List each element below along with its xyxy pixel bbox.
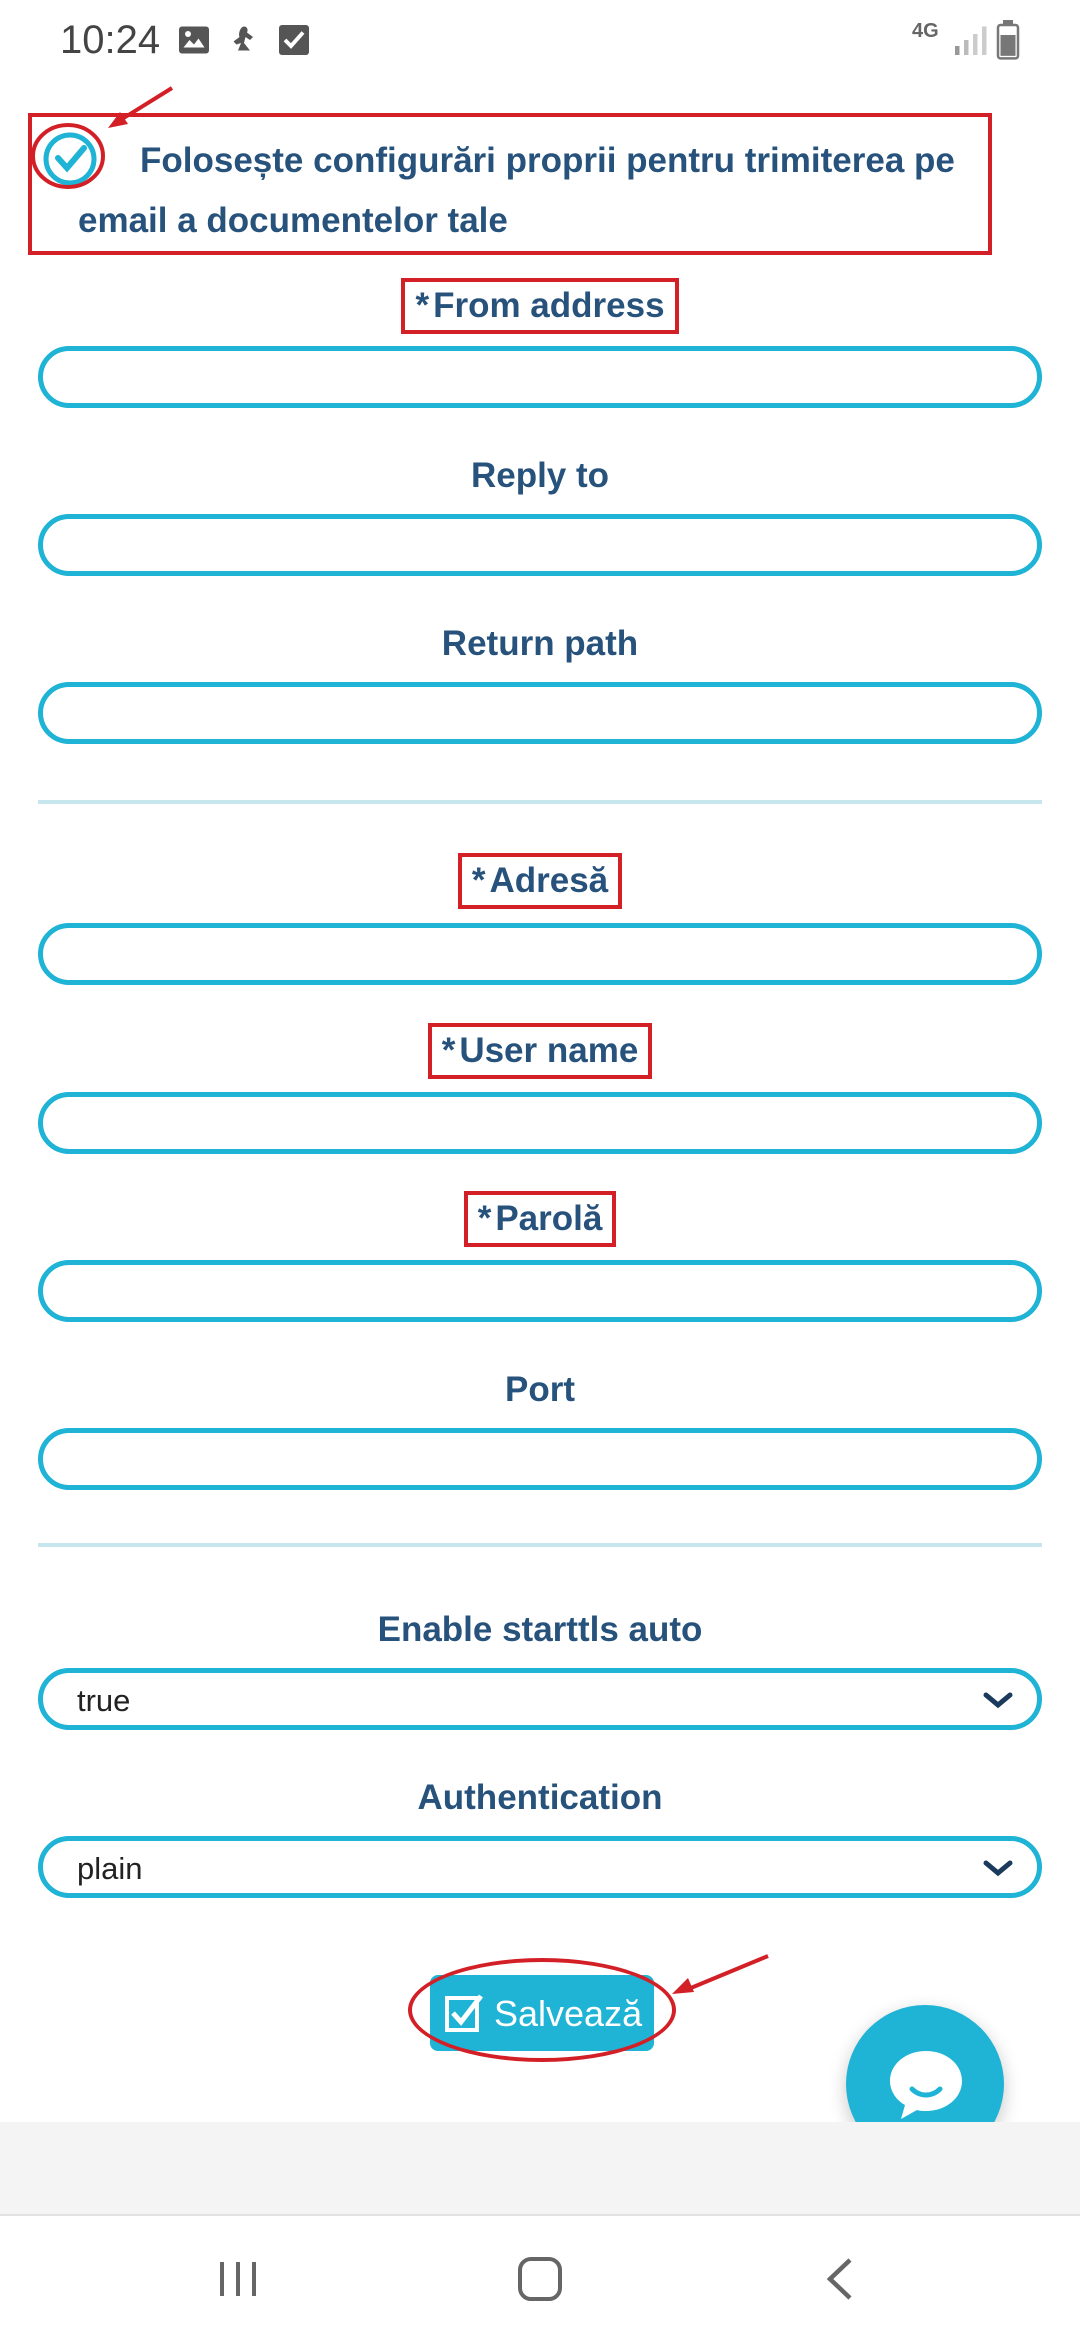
authentication-value: plain [77,1851,143,1886]
starttls-value: true [77,1683,131,1718]
annotation-arrow [108,86,174,128]
section-divider [38,1543,1042,1547]
user-name-input[interactable] [38,1092,1042,1154]
section-divider [38,800,1042,804]
checkbox-checked-icon[interactable] [40,129,100,189]
return-path-label: Return path [441,624,639,663]
chevron-down-icon [983,1860,1013,1877]
annotation-arrow [672,1954,769,1994]
return-path-input[interactable] [38,682,1042,744]
user-name-label: *User name [0,1023,1080,1079]
battery-icon [996,20,1020,60]
navigation-bar [0,2214,1080,2340]
from-address-input[interactable] [38,346,1042,408]
port-input[interactable] [38,1428,1042,1490]
annotation-circle [31,123,105,189]
chat-bubble-icon [890,2051,962,2119]
custom-config-label: Folosește configurări proprii pentru tri… [78,141,955,240]
password-label: *Parolă [0,1191,1080,1247]
status-bar: 10:24 4G [0,0,1080,84]
reply-to-input[interactable] [38,514,1042,576]
status-time: 10:24 [60,18,161,62]
image-icon [179,26,209,54]
gallery-app-icon [233,26,253,51]
checkbox-notification-icon [279,25,309,55]
signal-icon [955,26,987,55]
from-address-label: *From address [0,278,1080,334]
authentication-label: Authentication [417,1778,663,1817]
home-icon[interactable] [510,2254,570,2304]
port-label: Port [505,1370,575,1409]
page-footer [0,2122,1080,2214]
custom-config-row[interactable]: Folosește configurări proprii pentru tri… [28,115,990,255]
annotation-ellipse [408,1958,676,2062]
annotation-box [28,113,992,255]
back-icon[interactable] [812,2254,872,2304]
password-input[interactable] [38,1260,1042,1322]
reply-to-label: Reply to [470,456,610,495]
authentication-select[interactable]: plain [38,1836,1042,1898]
starttls-label: Enable starttls auto [377,1610,703,1649]
network-type: 4G [912,20,939,42]
address-input[interactable] [38,923,1042,985]
starttls-select[interactable]: true [38,1668,1042,1730]
address-label: *Adresă [0,853,1080,909]
recent-apps-icon[interactable] [208,2254,268,2304]
chevron-down-icon [983,1692,1013,1709]
